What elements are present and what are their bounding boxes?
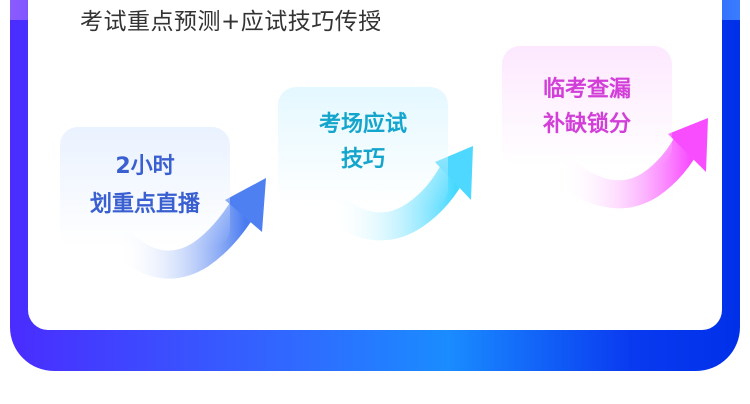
step-1-line1: 2小时 [115,154,175,179]
step-2-line1: 考场应试 [318,112,407,137]
step-card-3: 临考查漏 补缺锁分 [502,46,672,166]
page-title: 考试重点预测+应试技巧传授 [80,9,382,35]
step-card-2: 考场应试 技巧 [278,87,448,207]
step-card-1: 2小时 划重点直播 [60,127,230,247]
arrow-icon-3 [550,118,708,209]
arrow-icon-1 [108,178,266,279]
step-1-line2: 划重点直播 [89,192,200,217]
step-3-line2: 补缺锁分 [542,112,631,137]
step-3-line1: 临考查漏 [542,77,631,102]
step-2-line2: 技巧 [340,147,385,172]
